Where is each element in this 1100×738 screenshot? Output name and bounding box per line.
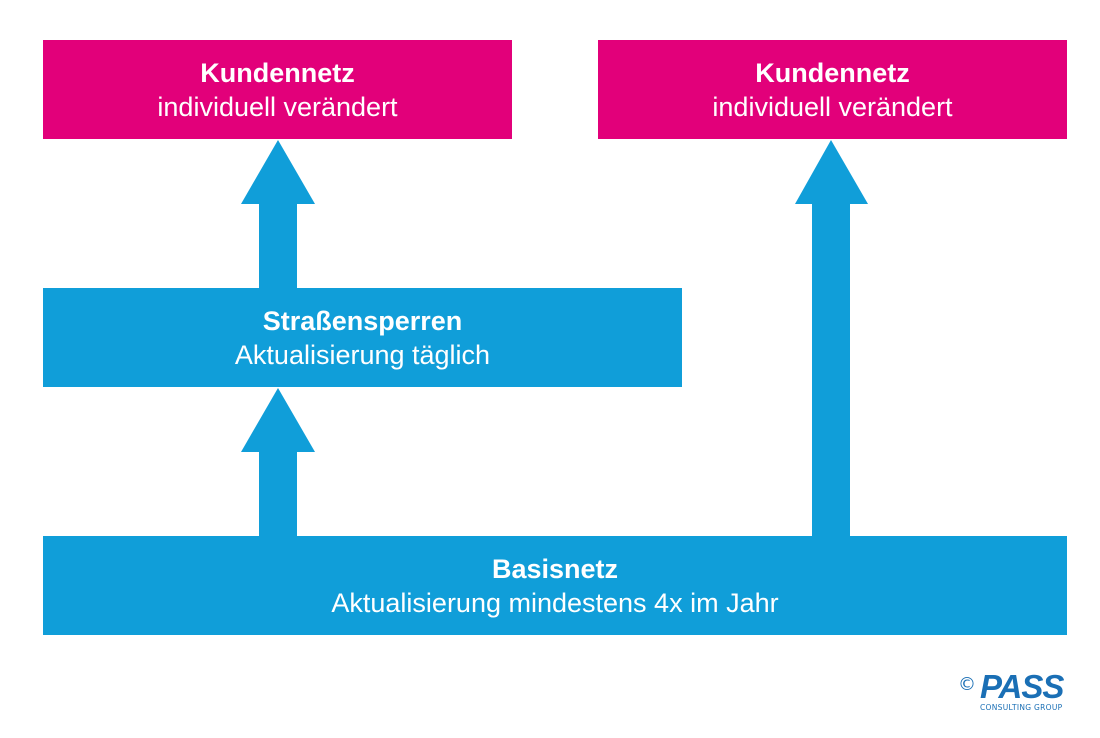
arrow-strassen-to-kunde-left xyxy=(241,140,315,292)
strassensperren-subtitle: Aktualisierung täglich xyxy=(234,339,491,370)
kundennetz-right-title: Kundennetz xyxy=(755,57,910,88)
kundennetz-left-title: Kundennetz xyxy=(200,57,355,88)
kundennetz-right-subtitle: individuell verändert xyxy=(712,91,953,122)
kundennetz-left-subtitle: individuell verändert xyxy=(157,91,398,122)
strassensperren-title: Straßensperren xyxy=(262,305,463,336)
logo-wordmark: PASS xyxy=(980,668,1064,705)
arrow-basis-to-kunde-right xyxy=(795,140,868,540)
pass-logo: © PASS CONSULTING GROUP xyxy=(958,668,1068,716)
copyright-icon: © xyxy=(958,674,976,695)
basisnetz-title: Basisnetz xyxy=(491,553,619,584)
basisnetz-subtitle: Aktualisierung mindestens 4x im Jahr xyxy=(331,587,779,618)
logo-tagline: CONSULTING GROUP xyxy=(980,703,1063,712)
kundennetz-box-right: Kundennetz individuell verändert xyxy=(598,40,1067,139)
arrow-basis-to-strassen xyxy=(241,388,315,540)
kundennetz-box-left: Kundennetz individuell verändert xyxy=(43,40,512,139)
basisnetz-box: Basisnetz Aktualisierung mindestens 4x i… xyxy=(43,536,1067,635)
strassensperren-box: Straßensperren Aktualisierung täglich xyxy=(43,288,682,387)
